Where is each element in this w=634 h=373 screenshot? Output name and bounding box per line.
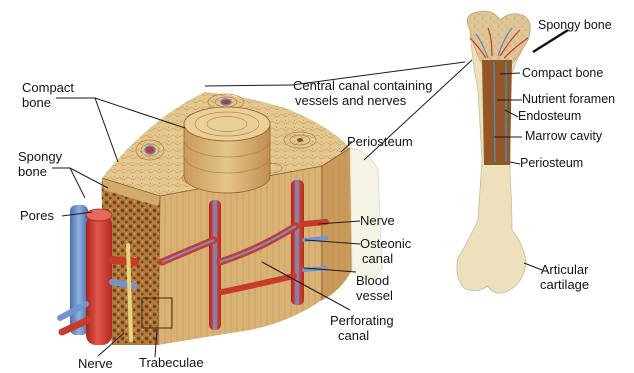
bone-block — [60, 92, 382, 345]
periosteum-label-mid: Periosteum — [347, 134, 413, 149]
blood-vessel-label: Blood vessel — [356, 273, 393, 303]
articular-cartilage-label: Articular cartilage — [540, 262, 589, 292]
nerve-label-bottom: Nerve — [78, 356, 113, 371]
compact-bone-label-right: Compact bone — [522, 66, 603, 81]
periosteum-label-right: Periosteum — [520, 156, 583, 171]
long-bone — [457, 11, 530, 293]
marrow-cavity-label: Marrow cavity — [525, 129, 602, 144]
central-canal-label: Central canal containing vessels and ner… — [293, 78, 432, 108]
pores-label: Pores — [20, 208, 54, 223]
marrow-cavity — [482, 60, 512, 165]
trabeculae-label: Trabeculae — [139, 355, 204, 370]
osteonic-canal-label: Osteonic canal — [360, 236, 411, 266]
spongy-bone-label-right: Spongy bone — [538, 18, 612, 33]
compact-bone-label-left: Compact bone — [22, 80, 74, 110]
spongy-bone-label-left: Spongy bone — [18, 149, 62, 179]
nerve-label-mid: Nerve — [360, 213, 395, 228]
nutrient-foramen-label: Nutrient foramen — [522, 92, 615, 107]
osteon-cylinder — [184, 107, 270, 193]
endosteum-label: Endosteum — [518, 109, 581, 124]
perforating-canal-label: Perforating canal — [330, 313, 394, 343]
spongy-bone-pointer — [533, 30, 568, 52]
